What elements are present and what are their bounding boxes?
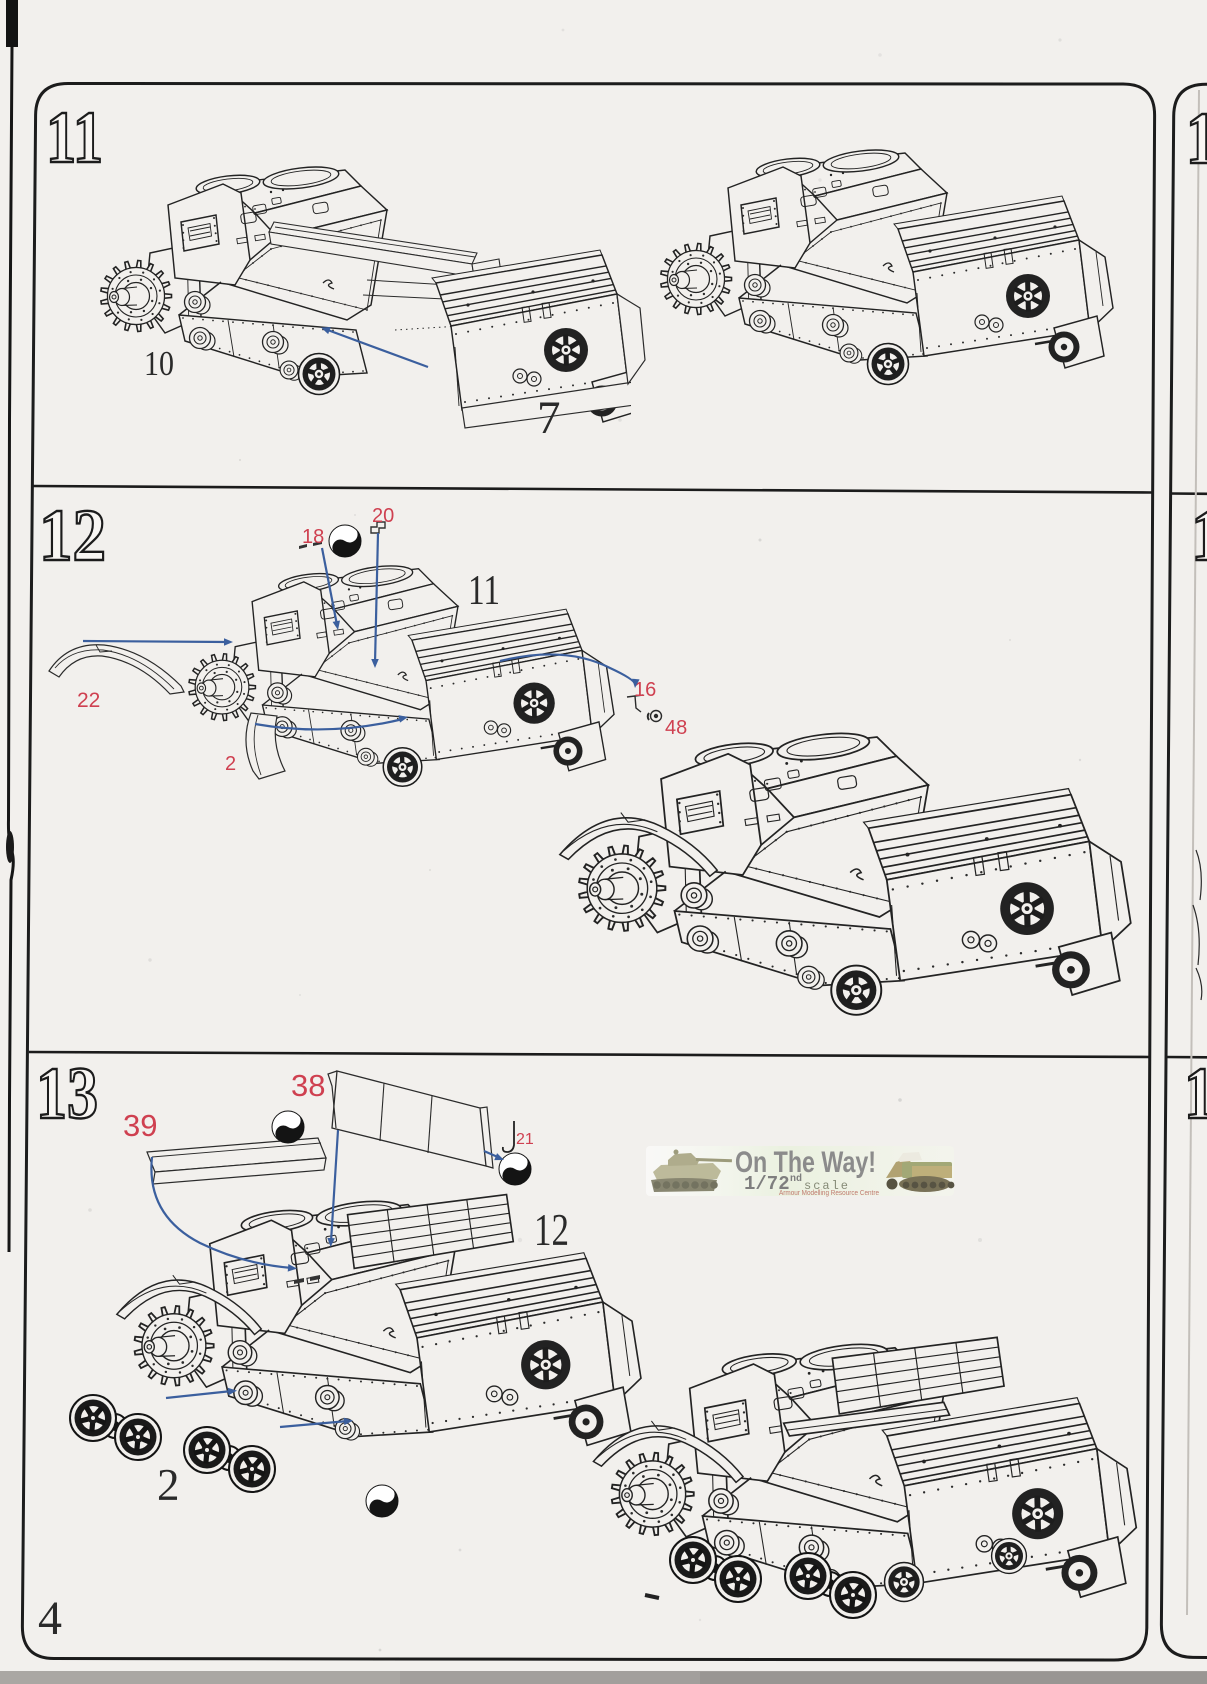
svg-text:22: 22 — [77, 689, 100, 712]
svg-text:13: 13 — [1184, 1053, 1207, 1135]
svg-text:12: 12 — [39, 495, 106, 577]
svg-text:1/72: 1/72 — [744, 1173, 790, 1195]
svg-text:13: 13 — [36, 1053, 98, 1135]
svg-text:48: 48 — [665, 717, 687, 739]
svg-text:39: 39 — [123, 1108, 157, 1143]
svg-text:4: 4 — [38, 1592, 62, 1645]
svg-text:11: 11 — [46, 97, 103, 179]
svg-text:38: 38 — [291, 1068, 325, 1103]
svg-text:2: 2 — [157, 1460, 180, 1510]
svg-text:nd: nd — [790, 1173, 802, 1185]
svg-text:On The Way!: On The Way! — [735, 1146, 876, 1179]
svg-text:10: 10 — [144, 344, 174, 383]
svg-text:7: 7 — [537, 392, 561, 444]
svg-text:Armour Modelling Resource Cent: Armour Modelling Resource Centre — [779, 1188, 879, 1197]
svg-text:20: 20 — [372, 505, 394, 527]
svg-text:11: 11 — [1186, 98, 1207, 180]
svg-text:21: 21 — [516, 1131, 534, 1148]
svg-text:2: 2 — [225, 753, 236, 775]
svg-text:16: 16 — [634, 679, 656, 701]
svg-text:12: 12 — [1191, 495, 1207, 577]
svg-text:12: 12 — [534, 1205, 569, 1255]
svg-text:scale: scale — [804, 1179, 850, 1193]
svg-text:11: 11 — [468, 568, 500, 614]
svg-text:18: 18 — [302, 526, 324, 548]
